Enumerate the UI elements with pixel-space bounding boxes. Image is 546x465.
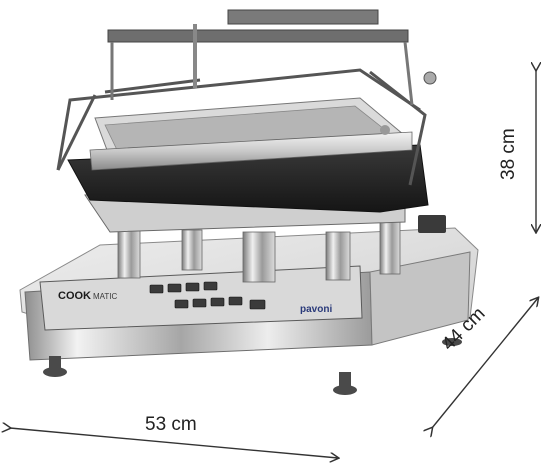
brand-cook-label: COOK	[58, 290, 91, 302]
brand-pavoni-label: pavoni	[300, 304, 332, 315]
height-dimension-label: 38 cm	[498, 128, 519, 180]
side-knob	[380, 71, 446, 233]
support-columns	[117, 221, 401, 283]
brand-matic-label: MATIC	[93, 292, 118, 301]
upper-plate	[89, 97, 413, 171]
width-dimension-label: 53 cm	[145, 414, 197, 435]
depth-dimension-line	[432, 298, 538, 428]
top-handle	[107, 9, 414, 106]
width-dimension-line	[10, 428, 338, 458]
control-panel: COOK MATIC pavoni	[39, 265, 363, 331]
keypad-buttons	[149, 281, 266, 310]
lid-frame	[56, 68, 427, 186]
